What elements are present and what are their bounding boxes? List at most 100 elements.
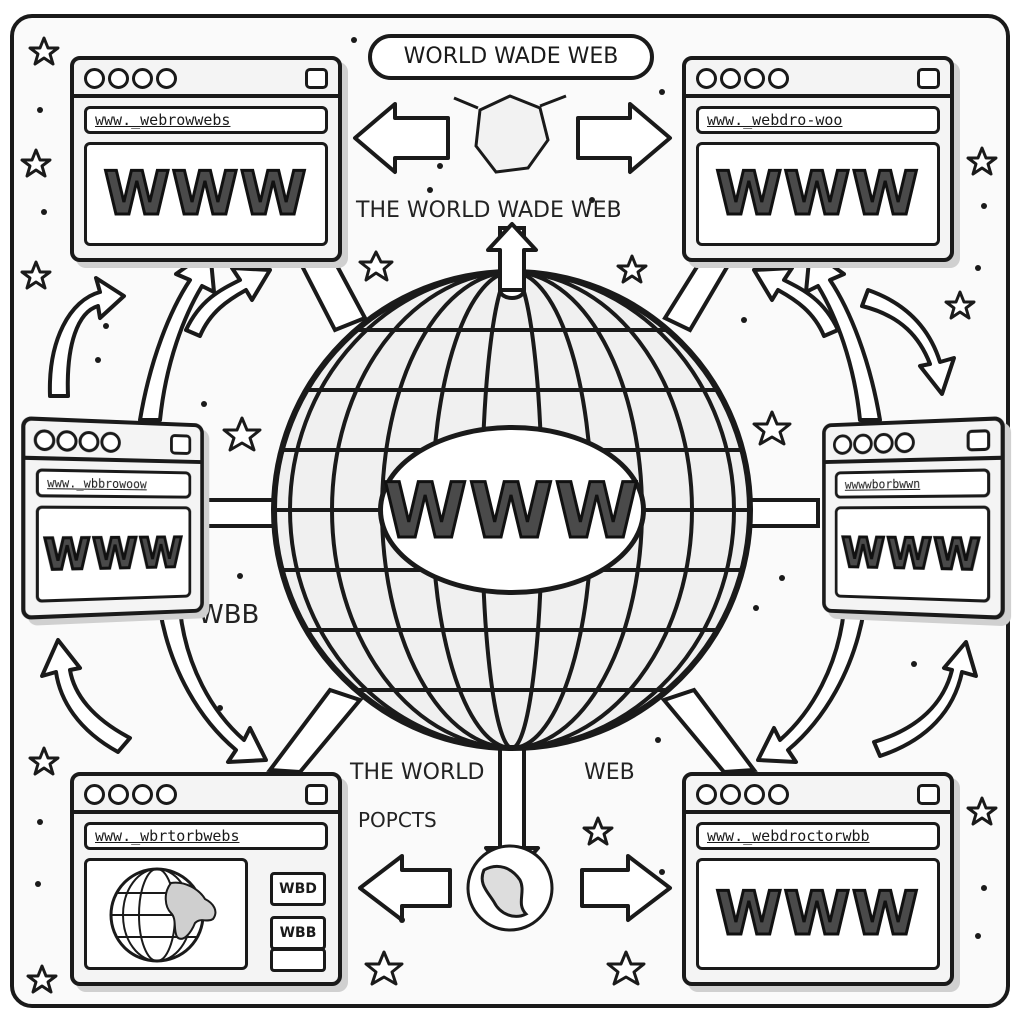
window-dot-icon[interactable] xyxy=(132,68,153,89)
window-dot-icon[interactable] xyxy=(78,430,100,453)
connector-left xyxy=(204,498,280,528)
window-dot-icon[interactable] xyxy=(894,431,915,454)
star-icon xyxy=(582,816,614,846)
window-content: WWW xyxy=(696,858,940,970)
window-content xyxy=(84,858,248,970)
window-dot-icon[interactable] xyxy=(744,784,765,805)
window-titlebar xyxy=(25,420,201,464)
window-titlebar xyxy=(74,776,338,814)
star-icon xyxy=(28,746,60,776)
small-globe-icon xyxy=(453,94,567,932)
window-control-icon[interactable] xyxy=(917,784,940,805)
window-titlebar xyxy=(686,60,950,98)
window-dot-icon[interactable] xyxy=(832,434,853,456)
window-dot-icon[interactable] xyxy=(853,433,873,455)
window-dot-icon[interactable] xyxy=(696,784,717,805)
window-titlebar xyxy=(686,776,950,814)
connector-bottom xyxy=(498,746,526,850)
window-dot-icon[interactable] xyxy=(873,432,894,454)
bottom-right-label: WEB xyxy=(584,760,635,785)
www-text: WWW xyxy=(840,527,984,581)
arrow-up-top xyxy=(486,222,538,292)
window-dot-icon[interactable] xyxy=(156,68,177,89)
window-control-icon[interactable] xyxy=(305,784,328,805)
window-content: WWW xyxy=(84,142,328,246)
window-control-icon[interactable] xyxy=(966,429,991,452)
sweep-arrow-left-lower xyxy=(158,608,268,764)
window-dot-icon[interactable] xyxy=(156,784,177,805)
curve-arrow-right-lower xyxy=(872,640,978,758)
connector-top-left xyxy=(296,260,368,333)
window-content: WWW xyxy=(35,505,192,603)
window-dot-icon[interactable] xyxy=(84,68,105,89)
browser-window-top-left[interactable]: www._webrowwebs WWW xyxy=(70,56,342,262)
sweep-arrow-right-upper xyxy=(804,248,882,422)
sweep-arrow-left-upper xyxy=(138,248,216,422)
window-dot-icon[interactable] xyxy=(720,68,741,89)
star-icon xyxy=(606,950,646,986)
window-dot-icon[interactable] xyxy=(768,68,789,89)
www-text: WWW xyxy=(102,158,309,231)
curve-arrow-left-upper xyxy=(47,276,126,398)
address-bar[interactable]: www._wbrtorbwebs xyxy=(84,822,328,850)
window-dot-icon[interactable] xyxy=(720,784,741,805)
address-bar[interactable]: wwwwborbwwn xyxy=(834,468,991,499)
window-dot-icon[interactable] xyxy=(56,429,78,452)
window-content: WWW xyxy=(696,142,940,246)
address-bar[interactable]: www._wbbrowoow xyxy=(35,468,192,499)
browser-window-mid-left[interactable]: www._wbbrowoow WWW xyxy=(21,416,204,620)
star-icon xyxy=(222,416,262,452)
window-dot-icon[interactable] xyxy=(132,784,153,805)
window-control-icon[interactable] xyxy=(305,68,328,89)
browser-window-bottom-left[interactable]: www._wbrtorbwebs WBD WBB xyxy=(70,772,342,986)
address-bar[interactable]: www._webrowwebs xyxy=(84,106,328,134)
star-icon xyxy=(966,796,998,826)
star-icon xyxy=(966,146,998,176)
window-titlebar xyxy=(74,60,338,98)
side-button[interactable] xyxy=(270,948,326,972)
window-control-icon[interactable] xyxy=(170,433,192,456)
window-titlebar xyxy=(825,420,1001,464)
window-dot-icon[interactable] xyxy=(84,784,105,805)
connector-top-right xyxy=(662,260,734,333)
star-icon xyxy=(26,964,58,994)
arrow-right-bottom xyxy=(580,854,672,922)
browser-window-top-right[interactable]: www._webdro-woo WWW xyxy=(682,56,954,262)
window-dot-icon[interactable] xyxy=(100,431,121,454)
curve-arrow-left-lower xyxy=(40,638,132,754)
window-dot-icon[interactable] xyxy=(33,429,56,452)
star-icon xyxy=(20,148,52,178)
connector-bottom-right xyxy=(660,687,758,775)
subtitle-label: THE WORLD WADE WEB xyxy=(356,198,622,223)
globe-map-icon xyxy=(109,867,217,963)
window-dot-icon[interactable] xyxy=(744,68,765,89)
window-dot-icon[interactable] xyxy=(696,68,717,89)
star-icon xyxy=(20,260,52,290)
www-text: WWW xyxy=(714,878,921,951)
window-dot-icon[interactable] xyxy=(108,68,129,89)
star-icon xyxy=(944,290,976,320)
left-label: WBB xyxy=(198,600,260,630)
window-control-icon[interactable] xyxy=(917,68,940,89)
browser-window-mid-right[interactable]: wwwwborbwwn WWW xyxy=(822,416,1005,620)
decorative-dots xyxy=(35,37,987,939)
star-icon xyxy=(358,250,394,282)
arrow-left-bottom xyxy=(358,854,452,922)
bottom-left-label: THE WORLD xyxy=(350,760,485,785)
star-icon xyxy=(752,410,792,446)
sweep-arrow-right-mid xyxy=(752,266,840,338)
address-bar[interactable]: www._webdro-woo xyxy=(696,106,940,134)
address-bar[interactable]: www._webdroctorwbb xyxy=(696,822,940,850)
star-icon xyxy=(364,950,404,986)
connector-right xyxy=(744,498,820,528)
star-icon xyxy=(616,254,648,284)
star-icon xyxy=(28,36,60,66)
browser-window-bottom-right[interactable]: www._webdroctorwbb WWW xyxy=(682,772,954,986)
side-button[interactable]: WBB xyxy=(270,916,326,950)
sweep-arrow-right-lower xyxy=(756,608,866,764)
window-dot-icon[interactable] xyxy=(768,784,789,805)
arrow-left-top xyxy=(353,102,450,174)
center-www-badge: WWW xyxy=(378,425,646,595)
window-dot-icon[interactable] xyxy=(108,784,129,805)
side-button[interactable]: WBD xyxy=(270,872,326,906)
